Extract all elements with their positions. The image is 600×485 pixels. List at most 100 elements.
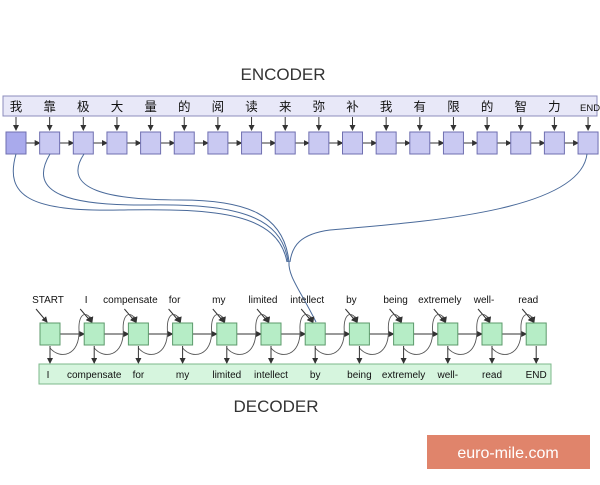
decoder-feedback-loops bbox=[49, 314, 536, 355]
encoder-cell bbox=[510, 131, 532, 155]
context-curve bbox=[77, 153, 290, 263]
encoder-token: 的 bbox=[178, 99, 191, 114]
encoder-token: 来 bbox=[279, 100, 292, 114]
decoder-feedback-loop bbox=[447, 314, 492, 355]
decoder-input-token: intellect bbox=[290, 295, 324, 306]
decoder-feedback-loop bbox=[314, 314, 359, 355]
decoder-output-token: well- bbox=[437, 370, 459, 381]
decoder-input-token: extremely bbox=[418, 295, 461, 306]
decoder-feedback-loop bbox=[491, 314, 536, 355]
watermark: euro-mile.com bbox=[427, 435, 590, 469]
decoder-output-token: intellect bbox=[254, 370, 288, 381]
encoder-token: 大 bbox=[111, 100, 124, 114]
decoder-cell bbox=[393, 322, 415, 346]
encoder-cell bbox=[308, 131, 330, 155]
decoder-cell bbox=[83, 322, 105, 346]
decoder-cell bbox=[39, 322, 61, 346]
encoder-cell bbox=[274, 131, 296, 155]
encoder-cell bbox=[207, 131, 229, 155]
decoder-input-arrow bbox=[35, 308, 48, 323]
decoder-output-arrows bbox=[47, 346, 540, 364]
decoder-cell bbox=[481, 322, 503, 346]
encoder-token: 力 bbox=[548, 100, 561, 114]
decoder-input-token: by bbox=[346, 295, 357, 306]
encoder-token: 智 bbox=[514, 99, 527, 114]
encoder-token: 补 bbox=[346, 99, 359, 114]
decoder-output-bar bbox=[38, 363, 552, 385]
encoder-token: END bbox=[580, 103, 600, 114]
encoder-cells bbox=[5, 131, 599, 155]
encoder-cell bbox=[5, 131, 27, 155]
decoder-feedback-loop bbox=[226, 314, 271, 355]
decoder-title: DECODER bbox=[233, 397, 318, 416]
decoder-output-token: my bbox=[176, 370, 189, 381]
decoder-cell bbox=[127, 322, 149, 346]
decoder-cell bbox=[437, 322, 459, 346]
decoder-output-token: I bbox=[47, 370, 50, 381]
decoder-input-token: well- bbox=[473, 295, 495, 306]
decoder-input-token: START bbox=[32, 295, 64, 306]
encoder-cell bbox=[476, 131, 498, 155]
encoder-cell bbox=[375, 131, 397, 155]
decoder-feedback-loop bbox=[138, 314, 182, 355]
decoder-feedback-loop bbox=[49, 314, 94, 355]
encoder-cell bbox=[173, 131, 195, 155]
encoder-title: ENCODER bbox=[240, 65, 325, 84]
decoder-cells bbox=[39, 322, 547, 346]
decoder-cell bbox=[348, 322, 370, 346]
decoder-cell bbox=[172, 322, 194, 346]
decoder-input-token: I bbox=[85, 295, 88, 306]
encoder-token: 的 bbox=[481, 99, 494, 114]
decoder-output-token: extremely bbox=[382, 370, 425, 381]
decoder-cell bbox=[216, 322, 238, 346]
decoder-input-token: for bbox=[169, 295, 181, 306]
encoder-token: 限 bbox=[447, 100, 460, 114]
encoder-cell bbox=[241, 131, 263, 155]
encoder-token: 我 bbox=[10, 100, 23, 114]
encoder-cell bbox=[409, 131, 431, 155]
decoder-feedback-loop bbox=[182, 314, 226, 355]
decoder-output-token: for bbox=[133, 370, 145, 381]
decoder-output-token: END bbox=[526, 370, 547, 381]
decoder-input-token: my bbox=[212, 295, 225, 306]
decoder-cell bbox=[525, 322, 547, 346]
decoder-output-token: being bbox=[347, 370, 371, 381]
decoder-input-token: limited bbox=[249, 295, 278, 306]
encoder-cell bbox=[39, 131, 61, 155]
context-curves bbox=[12, 153, 588, 323]
context-curve bbox=[12, 153, 288, 263]
encoder-token: 极 bbox=[77, 100, 90, 114]
decoder-feedback-loop bbox=[359, 314, 403, 355]
decoder-input-token: read bbox=[518, 295, 538, 306]
encoder-token: 弥 bbox=[313, 99, 326, 114]
context-curve bbox=[289, 153, 588, 263]
watermark-box bbox=[427, 435, 590, 469]
encoder-token: 阅 bbox=[212, 100, 225, 114]
context-curve bbox=[43, 153, 289, 263]
encoder-cell bbox=[140, 131, 162, 155]
encoder-cell bbox=[577, 131, 599, 155]
encoder-token: 有 bbox=[414, 100, 427, 114]
decoder-cell bbox=[260, 322, 282, 346]
encoder-token: 靠 bbox=[43, 100, 56, 114]
decoder-output-token: by bbox=[310, 370, 321, 381]
decoder-cell bbox=[304, 322, 326, 346]
encoder-cell bbox=[442, 131, 464, 155]
encoder-cell bbox=[342, 131, 363, 155]
decoder-output-token: compensate bbox=[67, 370, 122, 381]
encoder-token-bar bbox=[2, 95, 598, 117]
decoder-feedback-loop bbox=[93, 314, 138, 355]
decoder-input-token: compensate bbox=[103, 295, 158, 306]
decoder-output-token: limited bbox=[212, 370, 241, 381]
decoder-output-token: read bbox=[482, 370, 502, 381]
decoder-feedback-loop bbox=[270, 314, 315, 355]
decoder-feedback-loop bbox=[403, 314, 447, 355]
encoder-token: 我 bbox=[380, 100, 393, 114]
encoder-connections bbox=[13, 117, 592, 146]
encoder-token: 读 bbox=[245, 100, 258, 114]
encoder-cell bbox=[106, 131, 128, 155]
